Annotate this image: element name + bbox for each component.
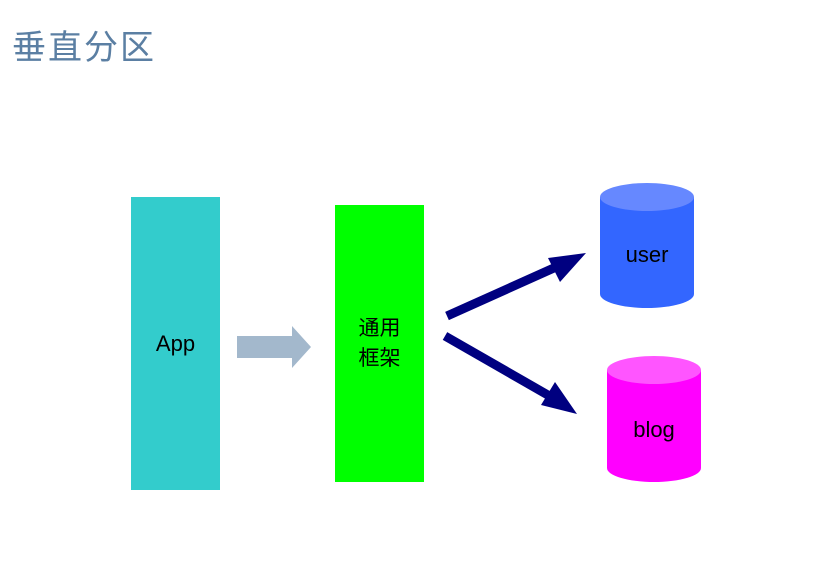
blog-database-label: blog bbox=[633, 417, 675, 442]
user-database-icon bbox=[600, 183, 694, 308]
framework-to-blog-arrow bbox=[442, 332, 577, 414]
framework-box: 通用 框架 bbox=[335, 205, 424, 482]
user-database-label: user bbox=[625, 242, 669, 267]
framework-to-user-arrow bbox=[445, 253, 586, 321]
app-to-framework-arrow bbox=[237, 326, 311, 368]
blog-database-icon bbox=[607, 356, 701, 482]
page-title: 垂直分区 bbox=[12, 28, 156, 68]
framework-label: 通用 框架 bbox=[359, 314, 401, 374]
framework-label-line1: 通用 bbox=[358, 316, 401, 340]
framework-label-line2: 框架 bbox=[358, 346, 401, 370]
app-box: App bbox=[131, 197, 220, 490]
app-label: App bbox=[155, 330, 196, 356]
